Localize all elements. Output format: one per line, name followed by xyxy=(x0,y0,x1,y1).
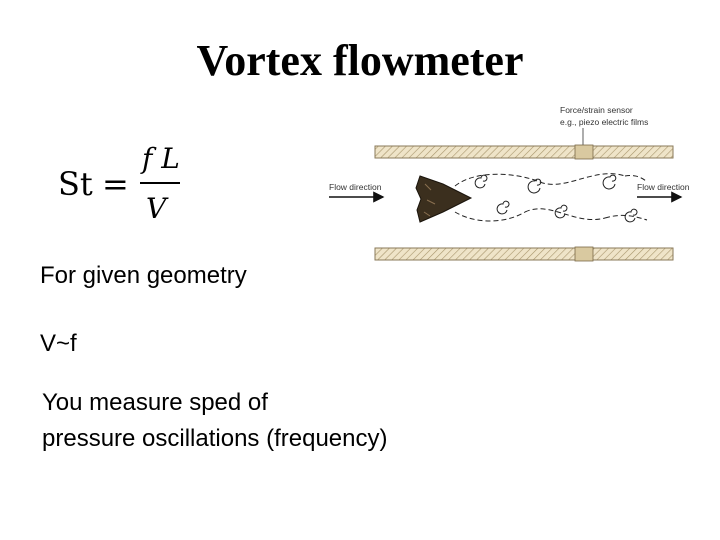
bottom-wall-insert xyxy=(574,246,594,262)
sensor-label-line1: Force/strain sensor xyxy=(560,105,633,115)
text-pressure-oscillations: pressure oscillations (frequency) xyxy=(42,425,388,452)
vortex-flow-diagram: Force/strain sensor e.g., piezo electric… xyxy=(329,105,690,262)
bluff-body-texture xyxy=(423,183,436,217)
flow-out-label: Flow direction xyxy=(637,182,690,192)
formula-equals: = xyxy=(102,165,129,203)
formula-numerator: f L xyxy=(140,142,180,175)
formula-lhs: St xyxy=(58,165,93,203)
formula-denominator: V xyxy=(146,192,169,225)
pipe-wall-top xyxy=(374,145,674,159)
pipe-wall-bottom xyxy=(374,247,674,261)
sensor-label-line2: e.g., piezo electric films xyxy=(560,117,648,127)
text-given-geometry: For given geometry xyxy=(40,262,247,289)
sensor-film xyxy=(574,144,594,160)
strouhal-formula: St = f L V xyxy=(58,142,180,225)
flow-in-label: Flow direction xyxy=(329,182,382,192)
slide-title: Vortex flowmeter xyxy=(196,36,524,85)
bluff-body xyxy=(415,175,473,223)
text-v-proportional-f: V~f xyxy=(40,330,77,357)
vortex-street xyxy=(454,173,648,223)
text-measure-speed: You measure sped of xyxy=(42,389,268,416)
